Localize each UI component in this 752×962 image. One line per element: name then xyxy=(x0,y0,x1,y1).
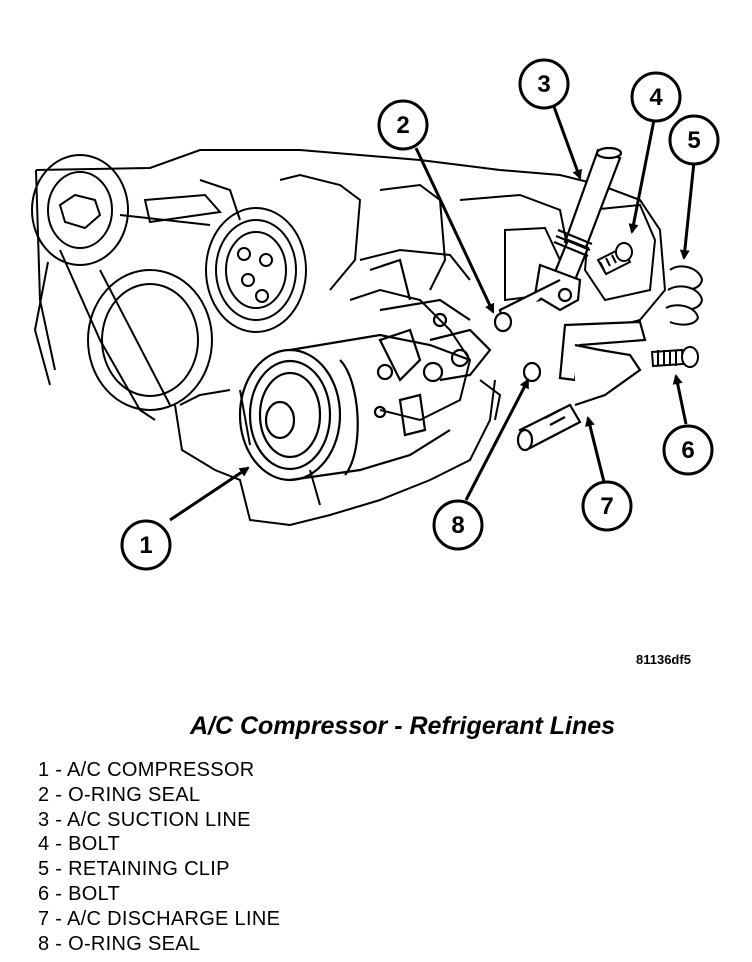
legend-item: 7 - A/C DISCHARGE LINE xyxy=(38,907,281,930)
retaining-clip xyxy=(665,265,704,326)
callout-4: 4 xyxy=(630,71,682,123)
callout-4-label: 4 xyxy=(649,84,663,111)
callout-3-label: 3 xyxy=(537,71,550,98)
legend-item: 3 - A/C SUCTION LINE xyxy=(38,808,251,831)
engine-illustration: 1 2 3 4 5 6 7 8 xyxy=(31,58,720,571)
callout-1: 1 xyxy=(120,519,172,571)
legend-item: 6 - BOLT xyxy=(38,882,121,905)
parts-legend: 1 - A/C COMPRESSOR 2 - O-RING SEAL 3 - A… xyxy=(38,758,280,956)
callout-6: 6 xyxy=(662,424,714,476)
legend-item: 4 - BOLT xyxy=(38,833,121,856)
bolt-4 xyxy=(596,242,633,276)
figure-code: 81136df5 xyxy=(636,652,691,667)
callout-7-label: 7 xyxy=(600,493,613,520)
callout-8-label: 8 xyxy=(451,512,464,539)
accessory-drive xyxy=(31,154,307,421)
callout-2-label: 2 xyxy=(396,112,409,139)
legend-item: 1 - A/C COMPRESSOR xyxy=(38,759,255,781)
callout-1-label: 1 xyxy=(139,532,152,559)
callout-7: 7 xyxy=(581,480,633,532)
callout-8: 8 xyxy=(432,499,484,551)
callout-5: 5 xyxy=(668,114,720,166)
ac-suction-line xyxy=(493,146,623,333)
leader-lines xyxy=(169,103,696,522)
ac-discharge-line xyxy=(516,320,647,452)
legend-item: 8 - O-RING SEAL xyxy=(38,932,201,955)
callout-5-label: 5 xyxy=(687,127,700,154)
callout-3: 3 xyxy=(518,58,570,110)
bolt-6 xyxy=(650,346,699,368)
callout-6-label: 6 xyxy=(681,437,694,464)
legend-item: 2 - O-RING SEAL xyxy=(38,783,201,806)
ac-compressor xyxy=(238,258,492,482)
caption-title: A/C Compressor - Refrigerant Lines xyxy=(190,712,616,740)
legend-item: 5 - RETAINING CLIP xyxy=(38,858,230,881)
callout-2: 2 xyxy=(377,99,429,151)
